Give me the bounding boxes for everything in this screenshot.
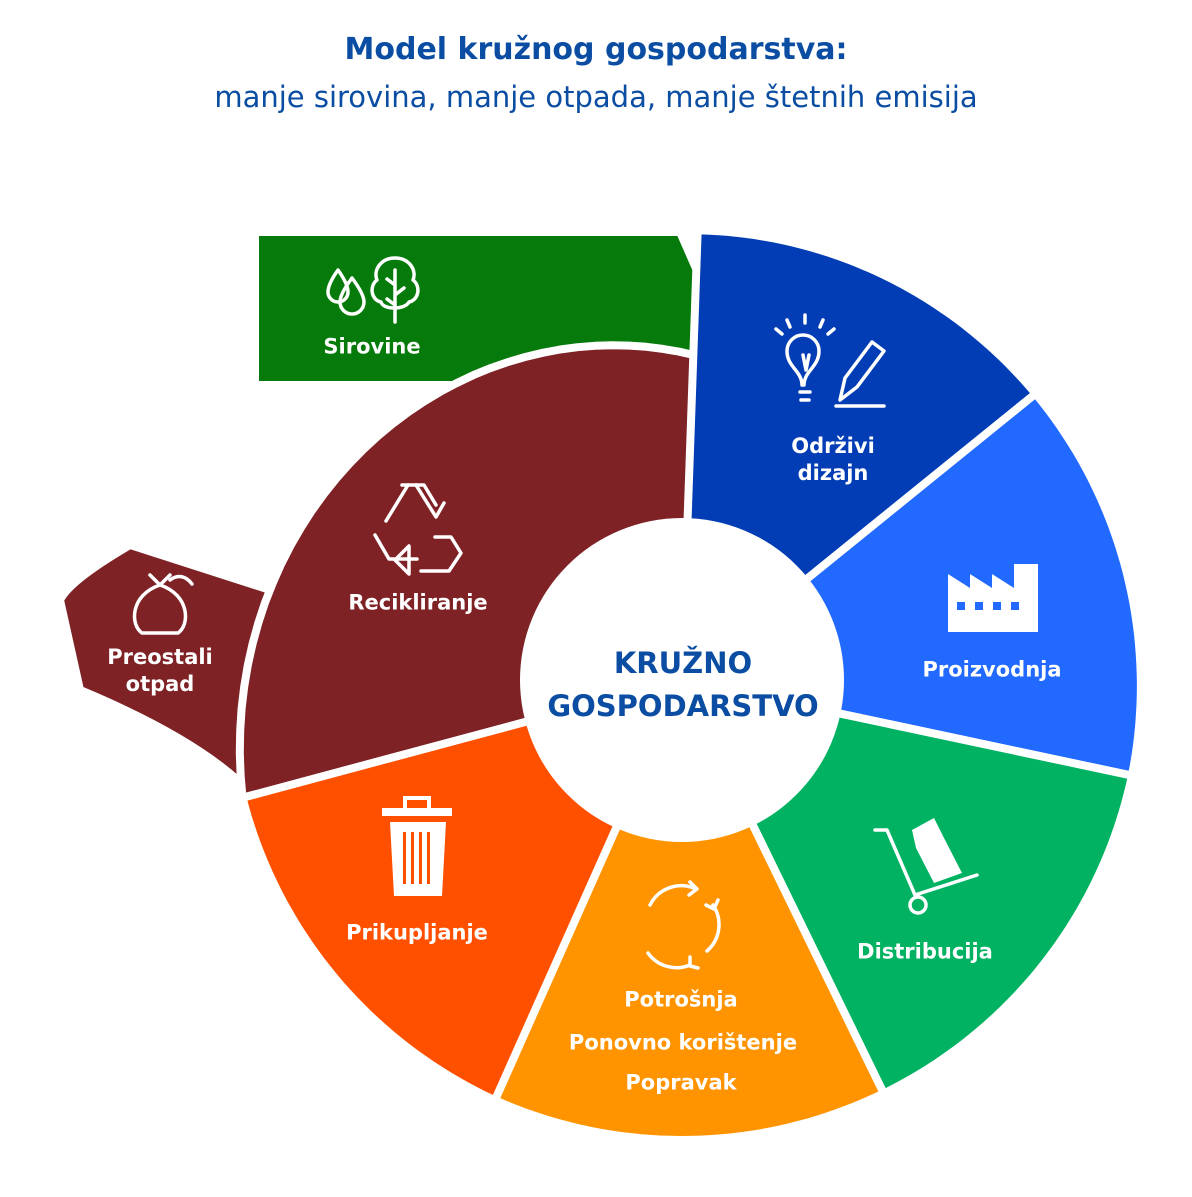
recycle-icon bbox=[373, 483, 463, 576]
title-line1: Model kružnog gospodarstva: bbox=[344, 32, 848, 67]
factory-icon bbox=[948, 564, 1038, 632]
center-circle bbox=[520, 518, 844, 842]
center-title: KRUŽNO GOSPODARSTVO bbox=[547, 642, 818, 728]
label-line: Preostali bbox=[107, 645, 213, 669]
water-drops-tree-icon bbox=[326, 256, 420, 324]
hand-truck-icon bbox=[873, 828, 979, 915]
center-line2: GOSPODARSTVO bbox=[547, 689, 819, 723]
trash-bin-icon bbox=[382, 796, 452, 896]
label-odrzivi-dizajn: Održivi dizajn bbox=[791, 433, 875, 487]
label-recikliranje: Recikliranje bbox=[348, 590, 488, 615]
label-sirovine: Sirovine bbox=[323, 334, 421, 359]
waste-bag-icon bbox=[132, 573, 194, 635]
center-line1: KRUŽNO bbox=[613, 646, 753, 680]
label-distribucija: Distribucija bbox=[857, 939, 993, 964]
cycle-arrows-icon bbox=[646, 880, 721, 970]
lightbulb-pencil-icon bbox=[774, 313, 886, 408]
boxes-icon bbox=[912, 818, 962, 883]
label-proizvodnja: Proizvodnja bbox=[922, 657, 1062, 682]
label-prikupljanje: Prikupljanje bbox=[346, 920, 488, 945]
label-potrosnja: Potrošnja bbox=[624, 987, 738, 1012]
label-line: dizajn bbox=[797, 461, 869, 485]
title-line2: manje sirovina, manje otpada, manje štet… bbox=[214, 80, 978, 114]
label-popravak: Popravak bbox=[625, 1070, 737, 1095]
label-ponovno-koristenje: Ponovno korištenje bbox=[568, 1030, 798, 1055]
label-preostali-otpad: Preostali otpad bbox=[107, 644, 213, 698]
label-line: otpad bbox=[125, 672, 195, 696]
label-line: Održivi bbox=[791, 434, 875, 458]
